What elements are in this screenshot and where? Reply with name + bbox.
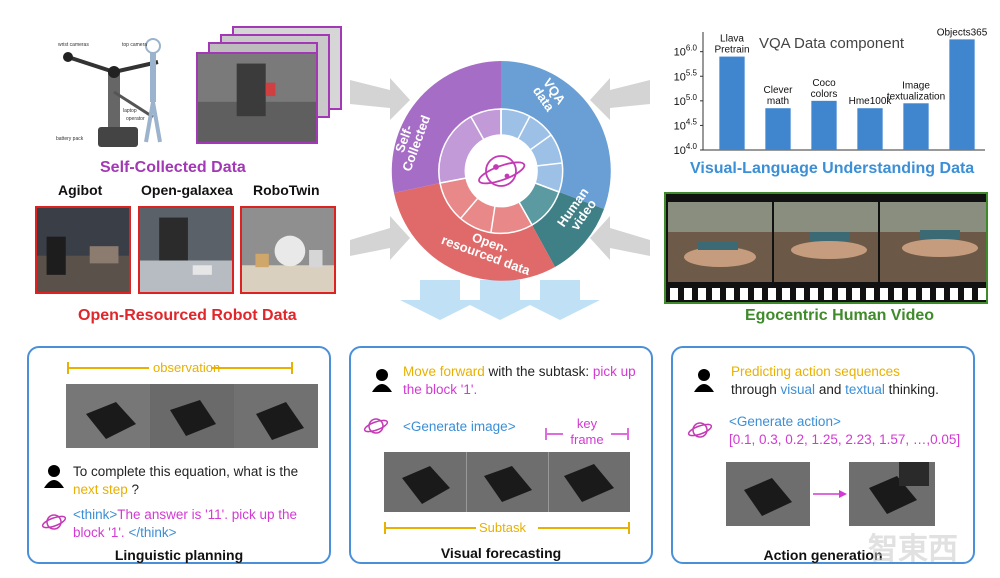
chart-y-tick-label: 106.0 (674, 44, 698, 59)
vqa-chart-caption: Visual-Language Understanding Data (690, 160, 975, 177)
panel-caption-visual-forecasting: Visual forecasting (440, 545, 562, 561)
chart-bar (949, 39, 975, 150)
forecast-instruction: Move forward with the subtask: pick up t… (403, 363, 643, 399)
planet-icon (478, 155, 526, 187)
planet-icon (41, 514, 67, 530)
action-instruction-a: Predicting action sequences (731, 364, 900, 379)
planet-icon (687, 422, 713, 438)
generate-action-tag: <Generate action> (729, 414, 841, 429)
self-collected-photo (196, 52, 318, 144)
robot-label-laptop: laptop (123, 108, 137, 114)
think-open-tag: <think> (73, 507, 118, 522)
chart-bar-label: textualization (887, 91, 945, 102)
generate-image-tag: <Generate image> (403, 419, 516, 434)
egocentric-frame-3 (880, 202, 986, 282)
arrow-right-icon (813, 490, 847, 498)
chart-bar-label: Pretrain (714, 45, 749, 56)
observation-label: observation (153, 360, 221, 375)
chart-y-tick-label: 104.0 (674, 142, 698, 157)
action-frame-end (849, 462, 935, 526)
segment-vqa (501, 61, 611, 209)
segment-open-resourced (394, 183, 555, 281)
action-instruction-b: through (731, 382, 781, 397)
chart-y-tick-label: 105.0 (674, 93, 698, 108)
think-close-tag: </think> (124, 525, 177, 540)
action-instruction-and: and (815, 382, 846, 397)
self-collected-title: Self-Collected Data (100, 159, 246, 176)
instruction-subtask: pick up the block '1'. (403, 364, 636, 397)
planet-icon (363, 418, 389, 434)
chart-y-tick-label: 105.5 (674, 68, 698, 83)
panel-caption-linguistic: Linguistic planning (114, 547, 244, 563)
action-frame-start (726, 462, 810, 526)
egocentric-filmstrip (664, 192, 988, 304)
robot-label-operator: operator (126, 116, 145, 122)
action-instruction-visual: visual (780, 382, 816, 397)
action-instruction-end: thinking. (884, 382, 939, 397)
panel-caption-action-generation: Action generation (763, 547, 883, 563)
chart-bar-label: Hme100k (849, 96, 893, 107)
source-label-agibot: Agibot (58, 182, 103, 198)
linguistic-question: To complete this equation, what is the n… (73, 463, 323, 499)
subtask-label: Subtask (479, 520, 526, 535)
segment-self-collected (391, 61, 501, 193)
watermark: 智東西 (868, 533, 958, 566)
robot-label-battery-pack: battery pack (56, 136, 84, 142)
panel-linguistic-planning: observation To complete this equation, w… (27, 346, 331, 564)
chart-bar-label: Image (902, 80, 930, 91)
chart-bar-label: colors (811, 89, 838, 100)
robot-label-wrist-cameras: wrist cameras (58, 42, 89, 48)
open-galaxea-photo (138, 206, 234, 294)
chart-title: VQA Data component (759, 35, 905, 52)
source-label-robotwin: RoboTwin (253, 182, 320, 198)
chart-bar (857, 108, 883, 150)
chart-bar-label: Clever (764, 85, 794, 96)
chart-bar (903, 103, 929, 150)
action-instruction: Predicting action sequences through visu… (731, 363, 971, 399)
observation-bracket (67, 362, 293, 374)
chart-bar (719, 56, 745, 151)
panel-visual-forecasting: Move forward with the subtask: pick up t… (349, 346, 653, 564)
think-text: <think>The answer is '11'. pick up the b… (73, 506, 323, 542)
chart-bar-label: math (767, 96, 789, 107)
segment-human-video (532, 192, 604, 267)
think-body: The answer is '11'. pick up the block '1… (73, 507, 298, 540)
key-frame-bracket (545, 428, 629, 440)
question-text-c: ? (127, 482, 140, 497)
subtask-bracket (384, 522, 630, 534)
self-collected-frame-stack (196, 26, 346, 146)
action-values: [0.1, 0.3, 0.2, 1.25, 2.23, 1.57, …,0.05… (729, 432, 961, 447)
egocentric-frame-2 (774, 202, 878, 282)
chart-bar (765, 108, 791, 150)
chart-y-tick-label: 104.5 (674, 117, 698, 132)
source-label-open-galaxea: Open-galaxea (141, 182, 233, 198)
egocentric-title: Egocentric Human Video (745, 307, 935, 324)
forecast-image (384, 452, 630, 512)
robot-label-top-camera: top camera (122, 42, 148, 48)
panel-action-generation: Predicting action sequences through visu… (671, 346, 975, 564)
flow-arrows (350, 78, 650, 320)
egocentric-frame-1 (668, 202, 772, 282)
action-instruction-textual: textual (845, 382, 885, 397)
chart-bar (811, 100, 837, 150)
user-icon (44, 465, 64, 488)
chart-bar-label: Llava (720, 34, 744, 45)
observation-image (66, 384, 318, 448)
robotwin-photo (240, 206, 336, 294)
user-icon (372, 369, 392, 392)
chart-bar-label: Coco (812, 78, 836, 89)
data-mix-wheel: VQA data Human video Open-resourced data… (388, 58, 614, 284)
film-perforations (666, 288, 986, 300)
instruction-middle: with the subtask: (484, 364, 593, 379)
robot-illustration: wrist cameras top camera laptop operator… (48, 32, 188, 152)
question-text-a: To complete this equation, what is the (73, 464, 299, 479)
open-resourced-title: Open-Resourced Robot Data (78, 307, 297, 324)
instruction-action: Move forward (403, 364, 485, 379)
user-icon (694, 369, 714, 392)
question-text-highlight: next step (73, 482, 128, 497)
chart-bar-label: Objects365 (937, 27, 988, 38)
agibot-photo (35, 206, 131, 294)
key-frame-label: key frame (570, 416, 604, 447)
